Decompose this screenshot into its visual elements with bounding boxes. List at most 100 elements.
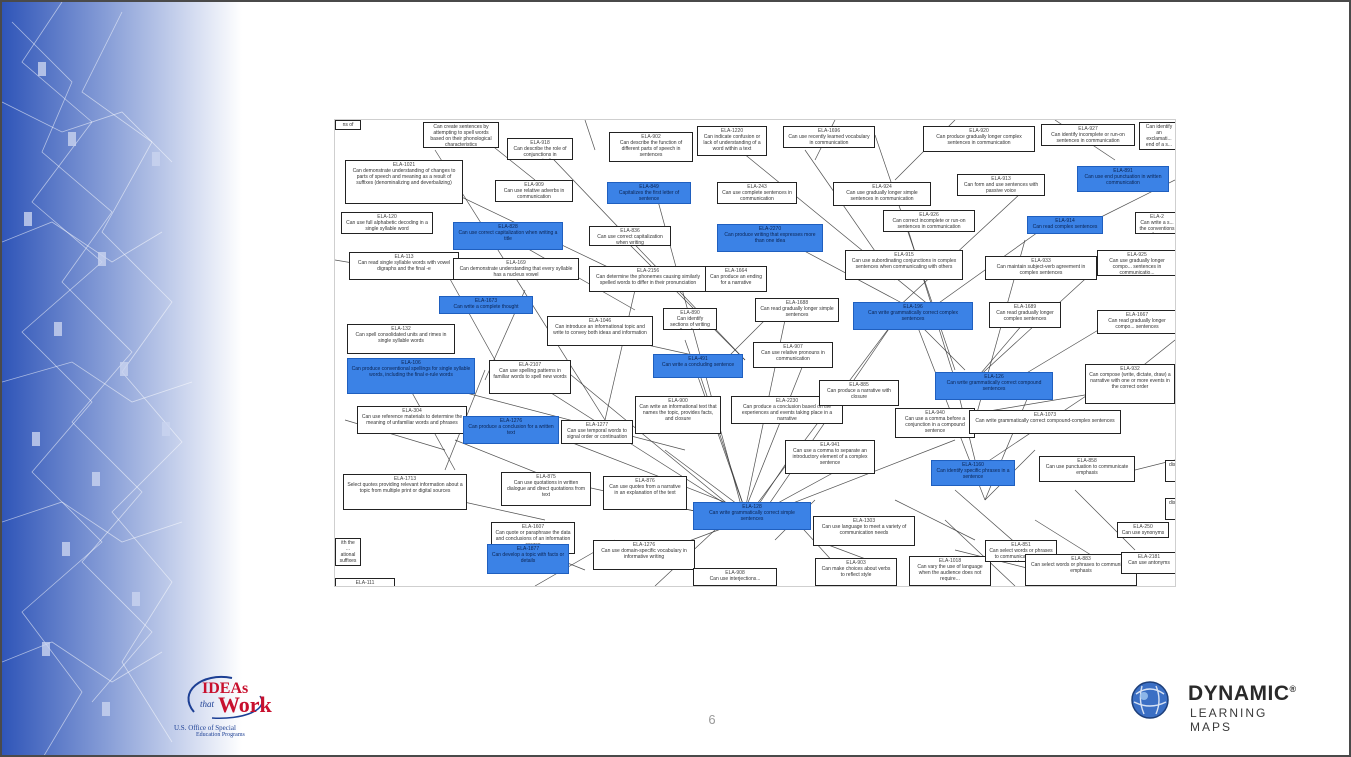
node-text: Can introduce an informational topic and… (553, 324, 647, 336)
node-id: ELA-913 (991, 176, 1011, 182)
node-text: Can create sentences by attempting to sp… (430, 124, 492, 148)
node-id: ELA-491 (688, 356, 708, 362)
node-id: ELA-933 (1031, 258, 1051, 264)
node-text: Can indicate confusion or lack of unders… (703, 134, 761, 152)
node-text: ns of proper (341, 122, 355, 129)
node-text: Can develop a topic with facts or detail… (491, 552, 565, 564)
node-id: ELA-1046 (588, 318, 612, 324)
node-text: Can use gradually longer simple sentence… (846, 190, 918, 202)
dlm-subtitle: LEARNING MAPS (1190, 706, 1268, 734)
node-id: ELA-903 (846, 560, 866, 566)
node-id: ELA-849 (639, 184, 659, 190)
node-text: Can compose (write, dictate, draw) a nar… (1089, 372, 1171, 390)
page-number: 6 (708, 712, 716, 727)
node-id: ELA-2181 (1137, 554, 1161, 560)
map-node: ith the ... ational suffixes (335, 538, 361, 566)
node-text: Can write a s... the conventions of sp..… (1139, 220, 1175, 233)
node-id: ELA-2156 (636, 268, 660, 274)
map-node: ELA-111 (335, 578, 395, 586)
node-text: Can produce a conclusion for a written t… (468, 424, 554, 436)
node-text: Can write grammatically correct compound… (946, 380, 1042, 392)
node-id: ELA-927 (1078, 126, 1098, 132)
node-id: ELA-876 (635, 478, 655, 484)
node-text: Can identify specific phrases in a sente… (936, 468, 1010, 480)
node-text: Can produce an ending for a narrative (710, 274, 762, 286)
node-text: Can select words or phrases to communica… (989, 548, 1053, 561)
node-text: Can read gradually longer complex senten… (996, 310, 1054, 322)
node-id: ELA-885 (849, 382, 869, 388)
ideas-work-word: Work (218, 692, 272, 717)
node-id: ELA-126 (984, 374, 1004, 380)
dynamic-learning-maps-logo: DYNAMIC® LEARNING MAPS (1130, 674, 1310, 734)
node-text: Can use quotes from a narrative in an ex… (609, 484, 681, 496)
node-id: ELA-1877 (516, 546, 540, 552)
node-text: Can use correct capitalization when writ… (458, 230, 558, 242)
node-text: Can use interjections... (709, 576, 761, 582)
node-id: ELA-1667 (1125, 312, 1149, 318)
node-text: Can use subordinating conjunctions in co… (851, 258, 957, 270)
node-text: Can use recently learned vocabulary in c… (788, 134, 870, 146)
node-text: Can use spelling patterns in familiar wo… (493, 368, 567, 380)
node-text: Can select words or phrases to communica… (1030, 562, 1132, 574)
node-id: ELA-925 (1127, 252, 1147, 258)
node-id: ELA-1673 (474, 298, 498, 304)
node-text: Can form and use sentences with passive … (963, 182, 1039, 194)
node-text: Can produce gradually longer complex sen… (936, 134, 1022, 146)
node-text: Can use punctuation to communicate empha… (1045, 464, 1129, 476)
node-id: ELA-2270 (758, 226, 782, 232)
node-id: ELA-836 (620, 228, 640, 234)
node-id: ELA-940 (925, 410, 945, 416)
node-id: ELA-932 (1120, 366, 1140, 372)
node-text: Can produce a narrative with closure (827, 388, 891, 400)
node-text: Can use gradually longer compo... senten… (1109, 258, 1165, 276)
node-text: Can spell consolidated units and rimes i… (355, 332, 447, 344)
ideas-swoosh (187, 675, 263, 719)
node-id: ELA-941 (820, 442, 840, 448)
node-id: ELA-902 (641, 134, 661, 140)
node-text: dist... (1169, 462, 1176, 468)
dlm-title-text: DYNAMIC (1188, 682, 1290, 705)
node-id: ELA-918 (530, 140, 550, 146)
node-id: ELA-875 (536, 474, 556, 480)
node-id: ELA-900 (668, 398, 688, 404)
node-id: ELA-1607 (521, 524, 545, 530)
node-text: Can write grammatically correct compound… (975, 418, 1115, 424)
node-text: Can make choices about verbs to reflect … (821, 566, 891, 578)
map-node: Can create sentences by attempting to sp… (423, 122, 499, 148)
osep-line-1: U.S. Office of Special (174, 724, 236, 732)
node-text: Can read complex sentences (1032, 224, 1098, 230)
node-text: Can read gradually longer simple sentenc… (760, 306, 834, 318)
node-id: ELA-2107 (518, 362, 542, 368)
node-text: Can use a comma before a conjunction in … (904, 416, 966, 434)
node-text: ith the ... ational suffixes (339, 540, 357, 564)
node-text: Can use correct capitalization when writ… (597, 234, 663, 246)
node-id: ELA-1018 (938, 558, 962, 564)
node-text: Can write grammatically correct simple s… (709, 510, 795, 522)
node-id: ELA-858 (1077, 458, 1097, 464)
node-text: Can correct incomplete or run-on sentenc… (892, 218, 966, 230)
